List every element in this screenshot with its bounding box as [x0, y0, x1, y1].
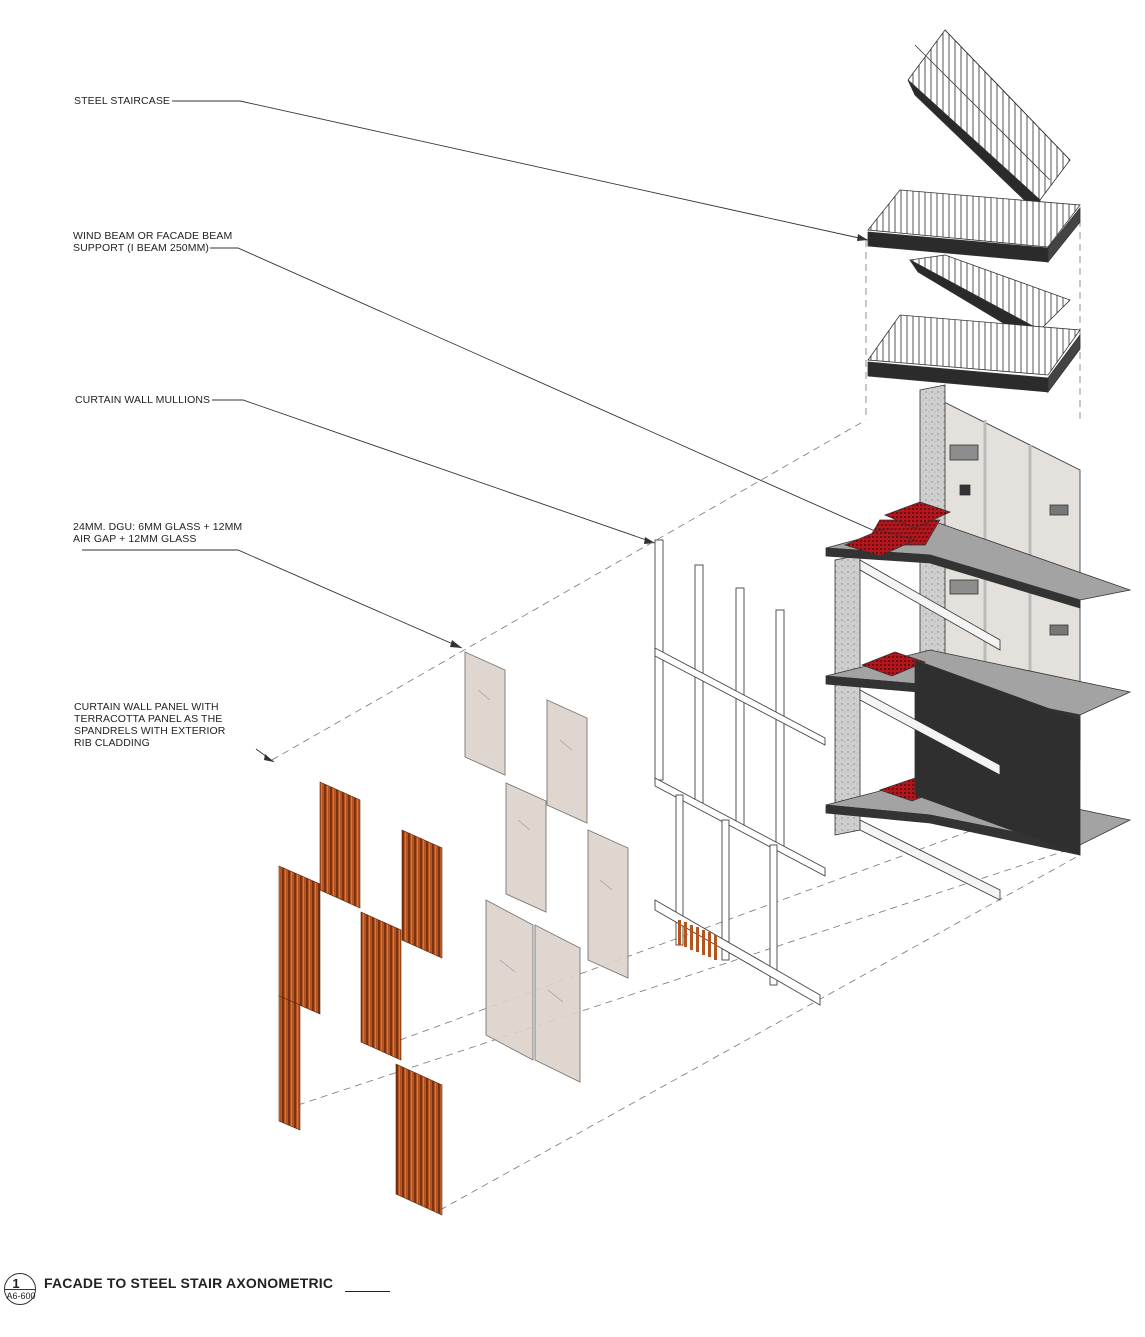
callout-steel-staircase: STEEL STAIRCASE: [74, 95, 171, 107]
sheet-number: A6-600: [6, 1291, 36, 1301]
axonometric-drawing: [82, 29, 1132, 1216]
title-underline: [345, 1291, 390, 1292]
callout-wind-beam: WIND BEAM OR FACADE BEAM SUPPORT (I BEAM…: [73, 230, 233, 254]
view-number-bubble: [4, 1273, 36, 1305]
leader-dgu-glass: [82, 549, 463, 649]
bubble-divider: [5, 1289, 35, 1290]
curtain-wall-mullions: [654, 539, 826, 1006]
steel-staircase: [867, 29, 1081, 394]
leader-curtain-wall-mullions: [212, 399, 656, 544]
view-title: FACADE TO STEEL STAIR AXONOMETRIC: [44, 1275, 334, 1291]
callout-dgu-glass: 24MM. DGU: 6MM GLASS + 12MM AIR GAP + 12…: [73, 521, 243, 545]
callout-curtain-wall-mullions: CURTAIN WALL MULLIONS: [75, 394, 211, 406]
alignment-lines: [271, 220, 1081, 1211]
callout-curtain-wall-panel: CURTAIN WALL PANEL WITH TERRACOTTA PANEL…: [74, 701, 226, 749]
view-number: 1: [12, 1276, 20, 1291]
leader-lines: [82, 100, 941, 763]
glass-panels: [464, 651, 629, 1083]
leader-steel-staircase: [172, 100, 869, 241]
terracotta-ribs: [278, 781, 443, 1216]
building-section: [825, 384, 1132, 901]
leader-wind-beam: [210, 247, 941, 561]
